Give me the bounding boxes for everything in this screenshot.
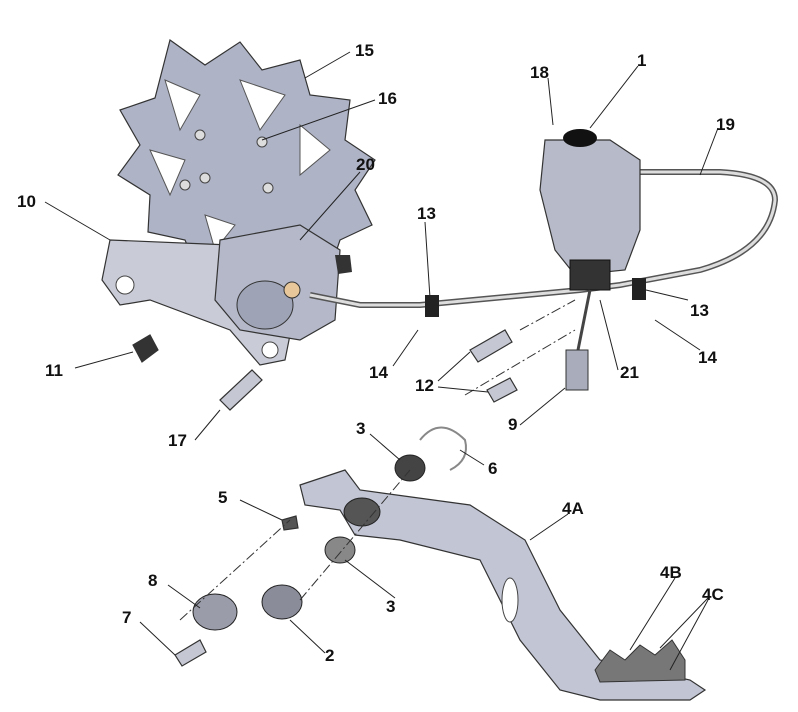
callout-16: 16 [378, 89, 397, 108]
axis-line [179, 299, 576, 621]
callout-11: 11 [45, 361, 63, 380]
brake-caliper-part [214, 224, 352, 341]
callout-13b: 13 [690, 301, 709, 320]
master-cylinder-part [539, 129, 641, 391]
callout-9: 9 [508, 415, 517, 434]
callout-14b: 14 [698, 348, 717, 367]
callout-14a: 14 [369, 363, 388, 382]
callout-2: 2 [325, 646, 334, 665]
brake-line-part [309, 169, 779, 317]
callout-15: 15 [355, 41, 374, 60]
callout-4a: 4A [562, 499, 584, 518]
callout-5: 5 [218, 488, 227, 507]
bolts-part [132, 329, 518, 667]
callout-7: 7 [122, 608, 131, 627]
callout-13a: 13 [417, 204, 436, 223]
callout-18: 18 [530, 63, 549, 82]
brake-pedal-part [299, 469, 707, 701]
callout-21: 21 [620, 363, 639, 382]
callout-3b: 3 [386, 597, 395, 616]
callout-4b: 4B [660, 563, 682, 582]
callout-1: 1 [637, 51, 646, 70]
callout-10: 10 [17, 192, 36, 211]
callout-8: 8 [148, 571, 157, 590]
callout-19: 19 [716, 115, 735, 134]
callout-3a: 3 [356, 419, 365, 438]
callout-4c: 4C [702, 585, 724, 604]
callout-20: 20 [356, 155, 375, 174]
leader-lines [44, 51, 719, 671]
callout-17: 17 [168, 431, 187, 450]
callout-12: 12 [415, 376, 434, 395]
callout-6: 6 [488, 459, 497, 478]
